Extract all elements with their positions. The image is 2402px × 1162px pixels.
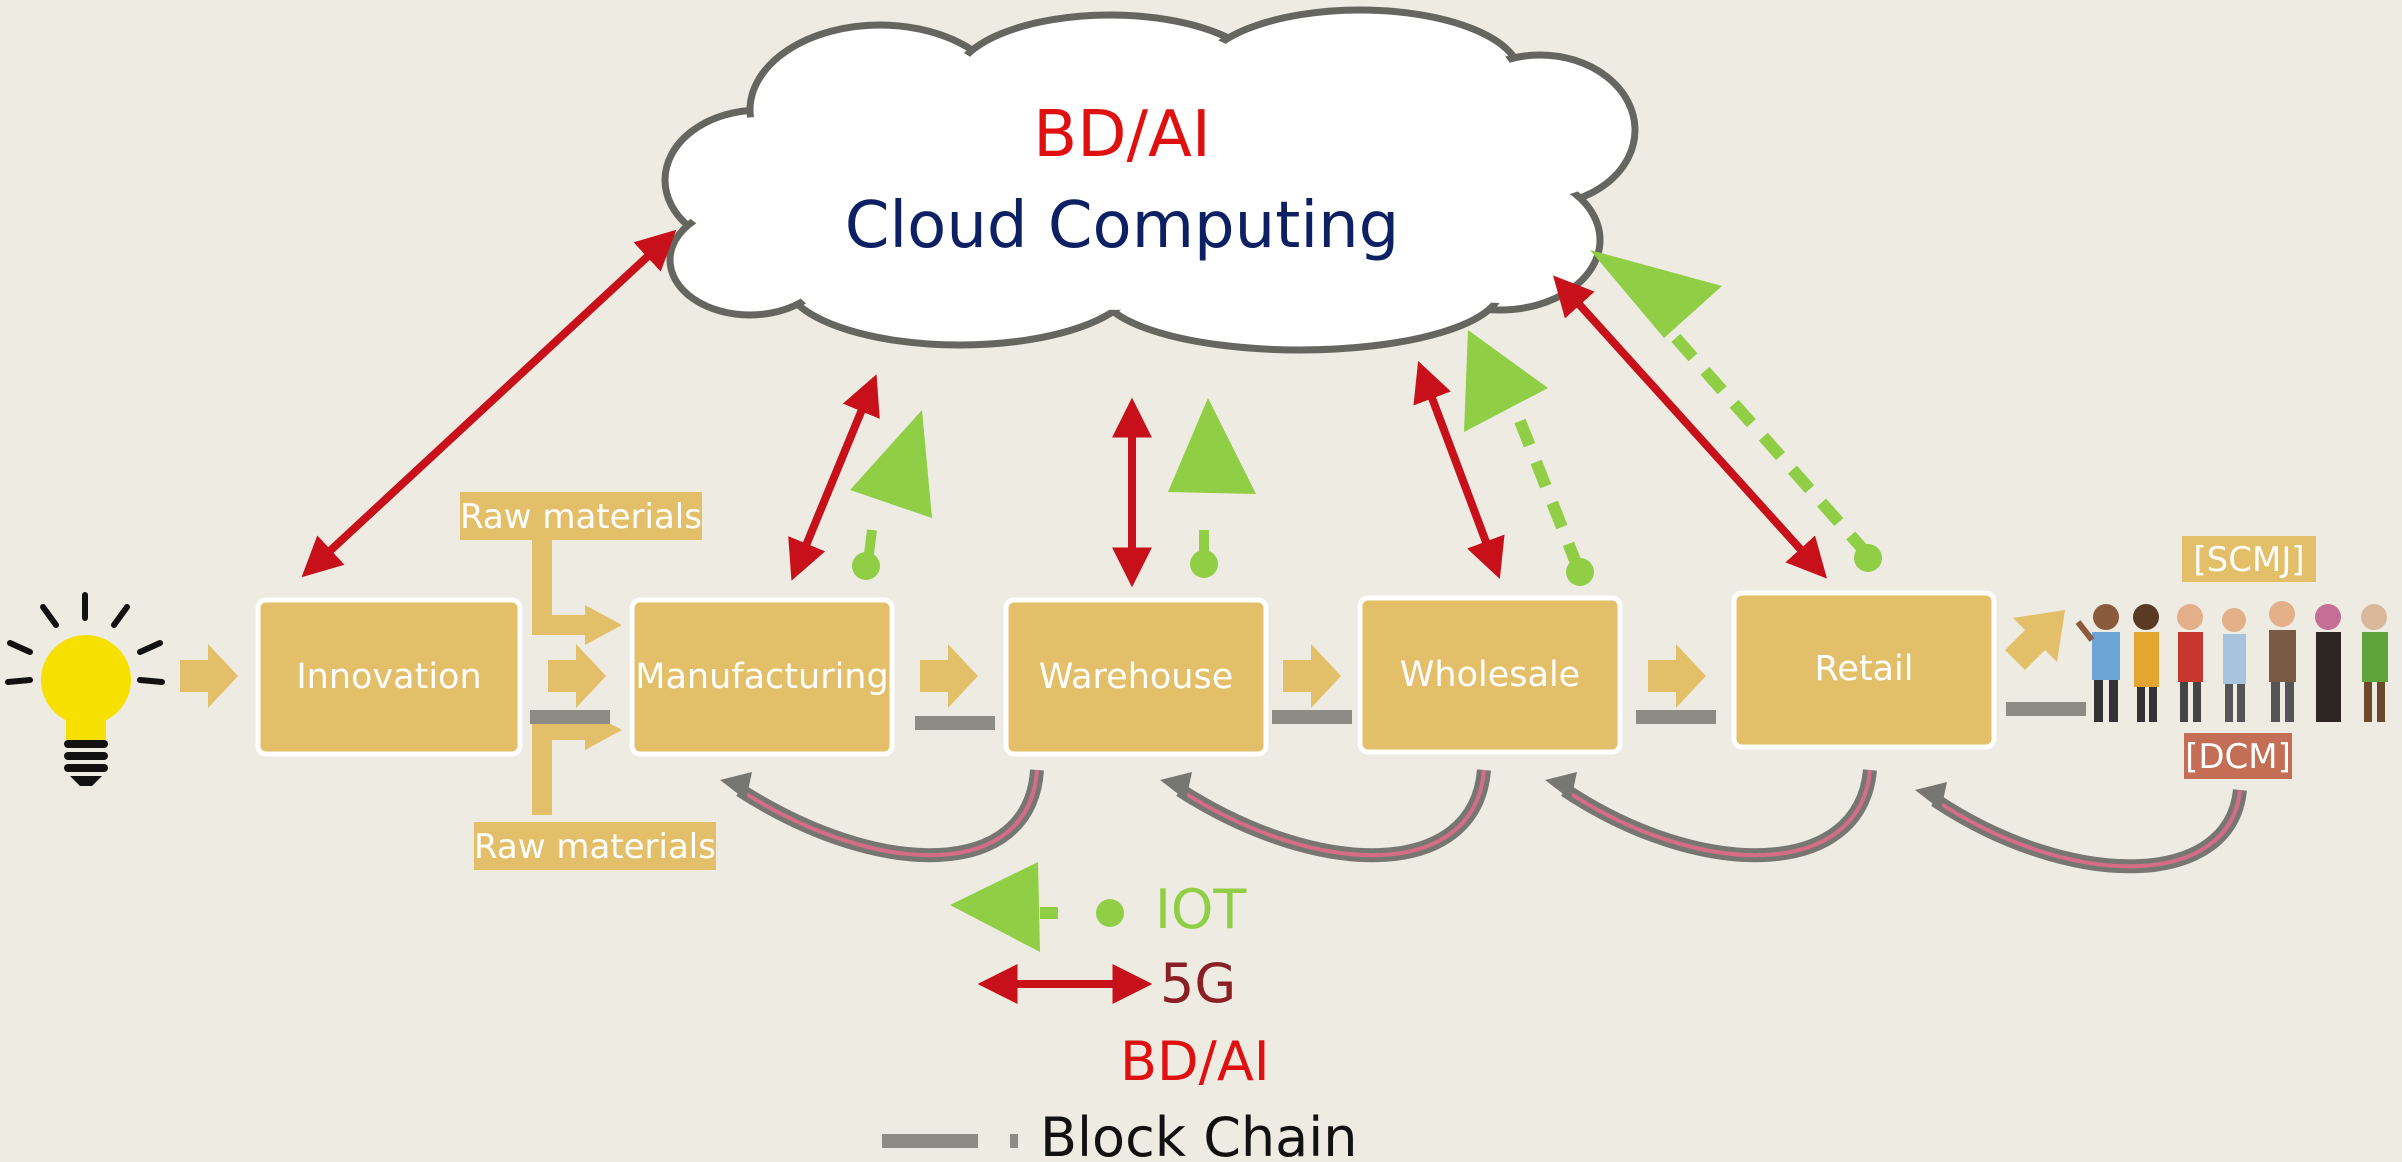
stage-innovation-label: Innovation xyxy=(296,657,481,697)
stage-warehouse-label: Warehouse xyxy=(1039,657,1234,697)
stage-manufacturing-label: Manufacturing xyxy=(635,657,888,697)
tag-dcm-label: [DCM] xyxy=(2185,737,2291,777)
people-group-icon xyxy=(2075,601,2388,722)
bdai-links xyxy=(301,229,1828,588)
legend-5g-label: 5G xyxy=(1160,952,1236,1015)
blockchain-links xyxy=(530,702,2086,730)
stage-wholesale: Wholesale xyxy=(1357,595,1623,755)
tag-scmj-label: [SCMJ] xyxy=(2193,540,2304,580)
raw-materials-top: Raw materials xyxy=(460,492,702,540)
iot-links xyxy=(850,250,1882,586)
cloud-title-computing: Cloud Computing xyxy=(845,189,1400,263)
legend-bdai-label: BD/AI xyxy=(1120,1030,1270,1093)
stage-wholesale-label: Wholesale xyxy=(1400,655,1580,695)
stage-warehouse: Warehouse xyxy=(1003,597,1269,757)
raw-materials-top-label: Raw materials xyxy=(460,497,702,537)
legend-blockchain-symbol xyxy=(882,1134,1018,1148)
cloud-title-bdai: BD/AI xyxy=(1033,98,1210,172)
legend-iot-label: IOT xyxy=(1155,878,1247,941)
stage-manufacturing: Manufacturing xyxy=(629,597,895,757)
legend-iot-symbol xyxy=(950,862,1124,952)
flow-arrows xyxy=(180,610,2065,708)
tag-scmj: [SCMJ] xyxy=(2182,536,2316,582)
feedback-arrows xyxy=(736,769,2247,874)
legend-blockchain-label: Block Chain xyxy=(1040,1106,1357,1162)
legend: IOT 5G BD/AI Block Chain xyxy=(882,862,1357,1162)
stage-retail: Retail xyxy=(1731,590,1997,750)
raw-materials-bottom-label: Raw materials xyxy=(474,827,716,867)
lightbulb-icon xyxy=(5,592,165,786)
stage-retail-label: Retail xyxy=(1815,649,1914,689)
tag-dcm: [DCM] xyxy=(2184,733,2292,779)
raw-materials-bottom: Raw materials xyxy=(474,822,716,870)
cloud-computing-icon: BD/AI Cloud Computing xyxy=(661,6,1639,354)
stage-innovation: Innovation xyxy=(255,597,523,757)
